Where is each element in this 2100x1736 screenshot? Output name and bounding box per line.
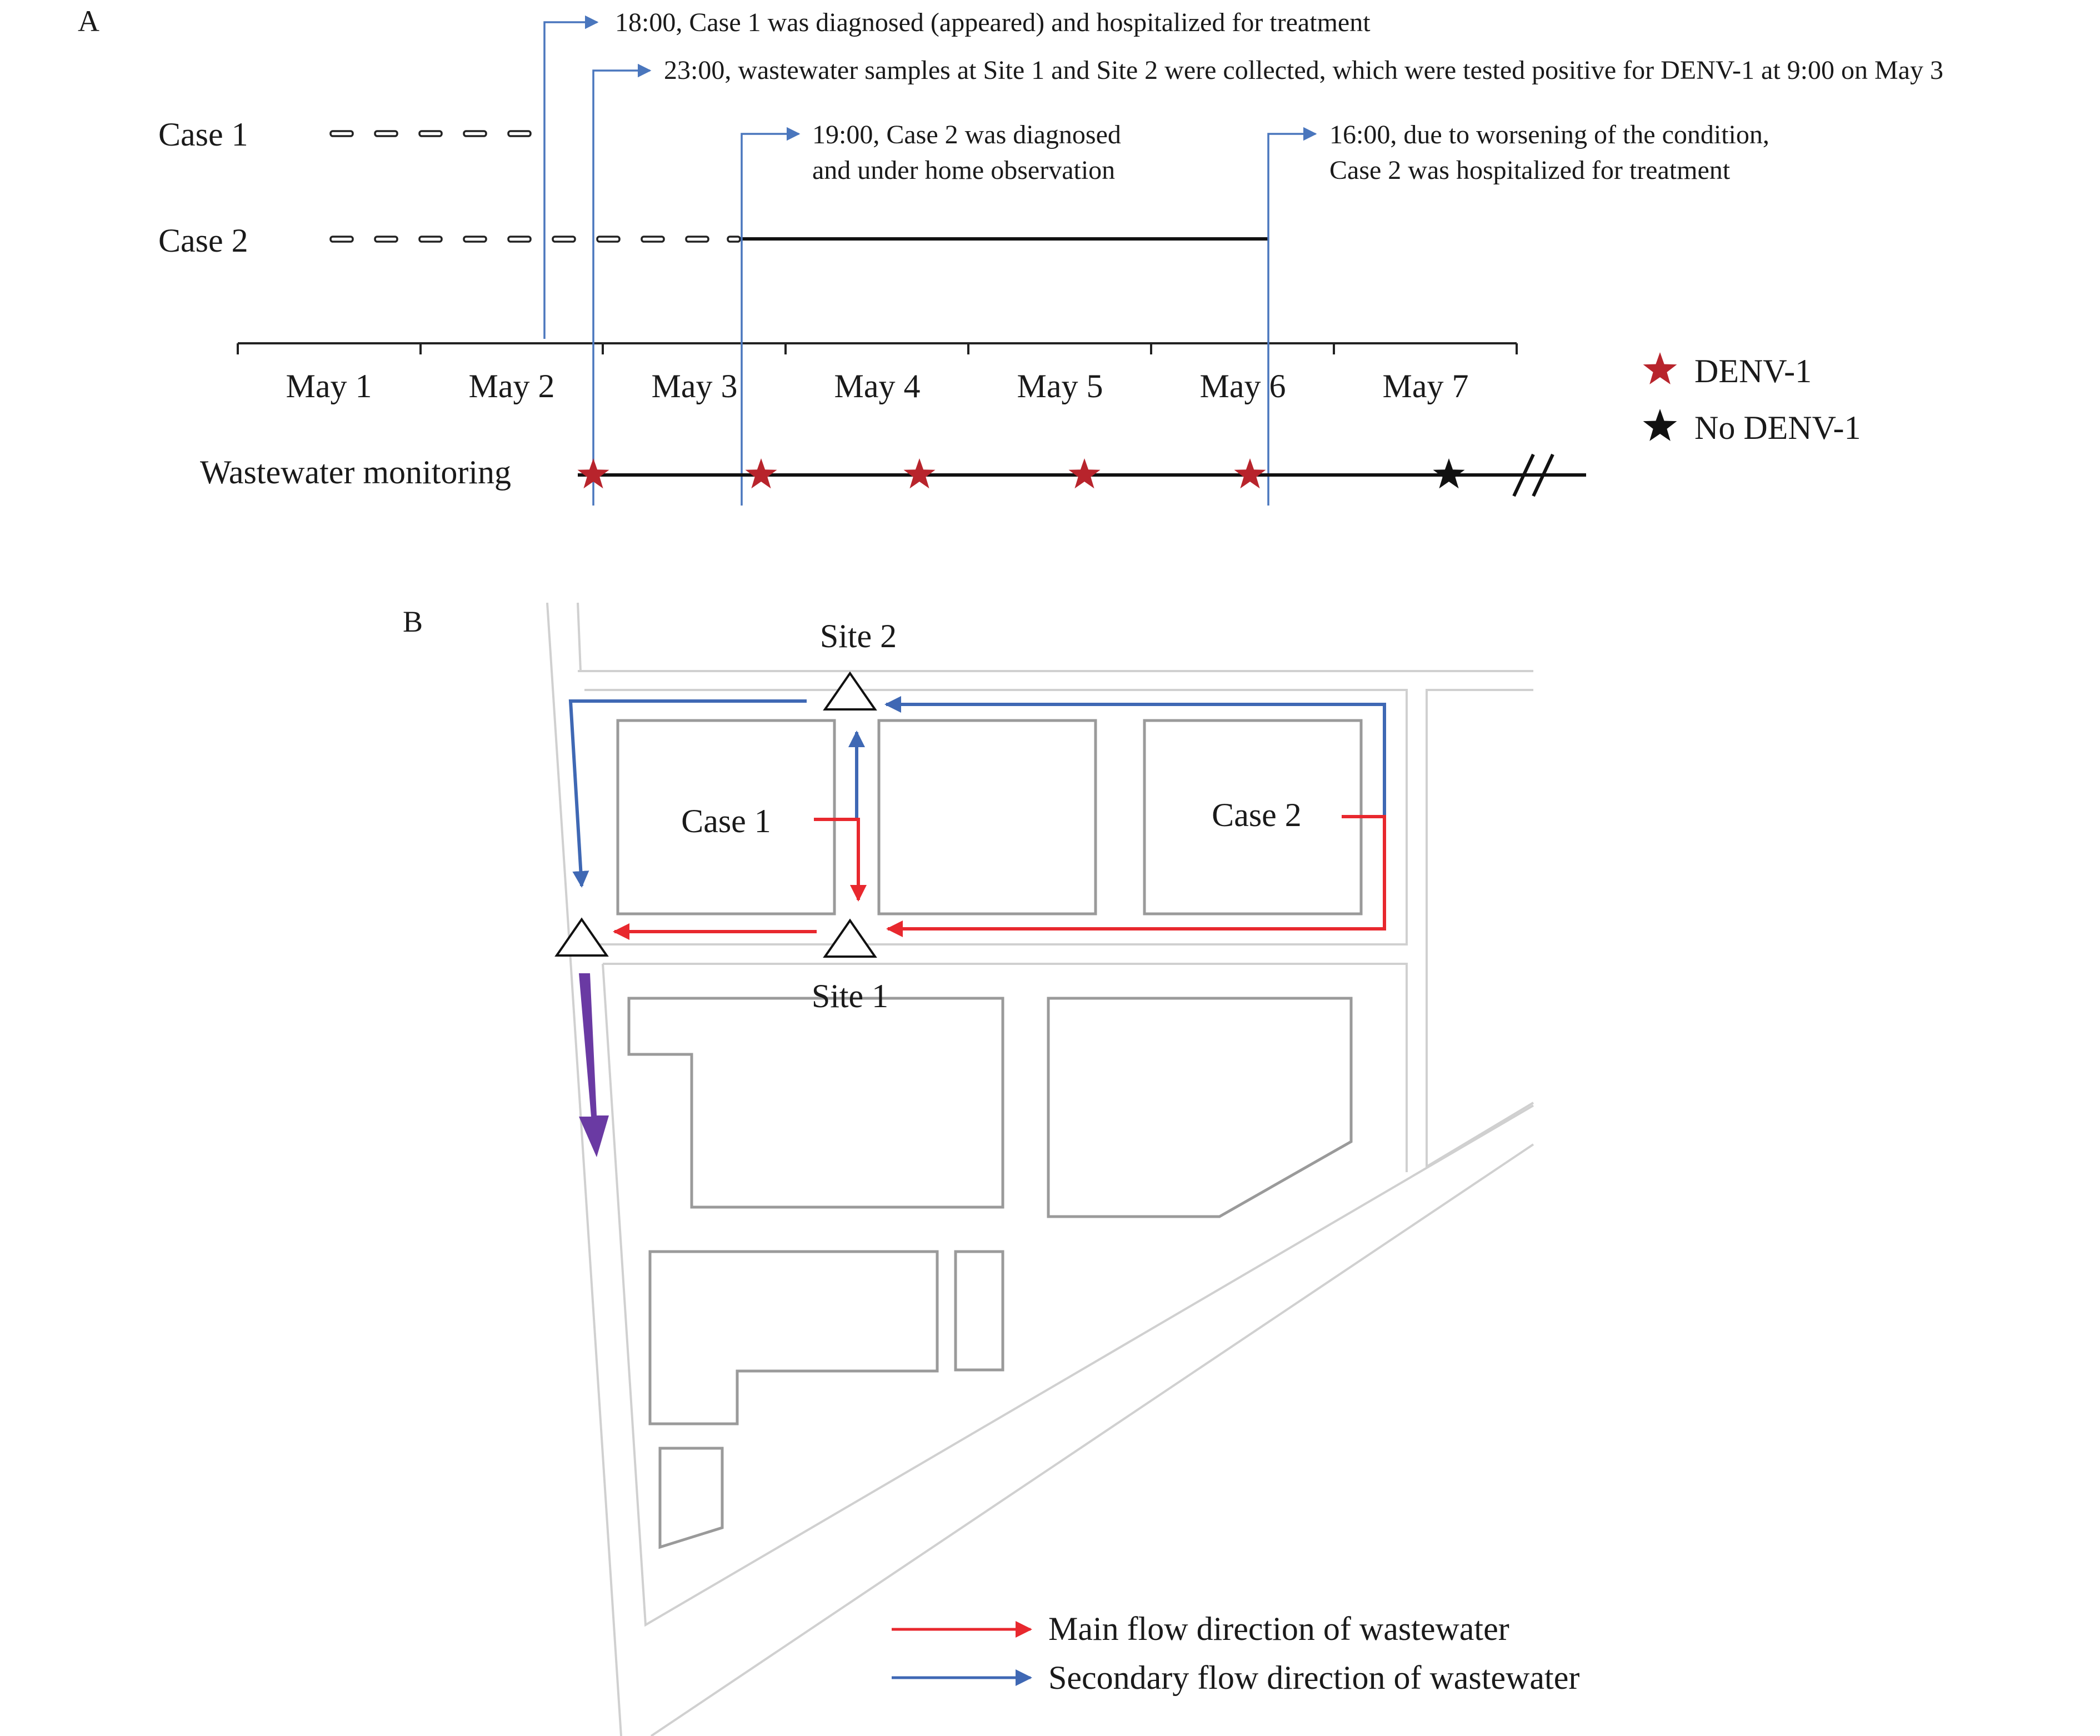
outflow-arrow: [579, 973, 609, 1157]
building-block: [658, 1447, 724, 1549]
case-2-row-label: Case 2: [158, 222, 248, 259]
case-2-location-label: Case 2: [1212, 797, 1302, 833]
legend-label-denv-1: DENV-1: [1694, 353, 1812, 389]
timeline-axis: [237, 342, 1518, 354]
panel-a-letter: A: [78, 4, 99, 38]
axis-break-icon: [1512, 453, 1554, 497]
site-2-label: Site 2: [820, 618, 897, 654]
case-1-row-label: Case 1: [158, 116, 248, 153]
case-1-location-label: Case 1: [681, 803, 771, 839]
panel-b-letter: B: [403, 605, 423, 638]
event-marker-case-2-hospitalized: [1267, 127, 1317, 506]
event-note-case-2-diagnosed-line-2: and under home observation: [812, 156, 1115, 185]
day-label: May 2: [469, 368, 555, 404]
legend-label-no-denv-1: No DENV-1: [1694, 409, 1861, 446]
sample-star-positive-icon: [745, 458, 777, 489]
building-block: [954, 1250, 1004, 1372]
event-note-case-2-diagnosed-line-1: 19:00, Case 2 was diagnosed: [812, 120, 1121, 149]
secondary-flow-paths: [568, 696, 1386, 888]
sample-star-positive-icon: [577, 458, 609, 489]
panel-a-legend: DENV-1 No DENV-1: [1643, 352, 1861, 446]
legend-secondary-flow-label: Secondary flow direction of wastewater: [1048, 1659, 1579, 1696]
site-2-marker: [823, 671, 877, 711]
day-label: May 7: [1383, 368, 1469, 404]
main-flow-arrow: [814, 818, 867, 902]
main-flow-paths: [613, 815, 1386, 940]
day-label: May 5: [1017, 368, 1103, 404]
sample-star-negative-icon: [1433, 458, 1465, 489]
event-note-case-1-hospitalized: 18:00, Case 1 was diagnosed (appeared) a…: [615, 8, 1371, 37]
day-label: May 1: [286, 368, 372, 404]
secondary-flow-arrow: [568, 699, 807, 888]
outflow-site-marker: [554, 917, 609, 957]
building-block: [877, 719, 1097, 915]
site-1-label: Site 1: [812, 978, 888, 1014]
legend-main-flow-label: Main flow direction of wastewater: [1048, 1610, 1509, 1647]
day-labels: May 1 May 2 May 3 May 4 May 5 May 6 May …: [286, 368, 1469, 404]
panel-a: A Case 1 Case 2: [78, 4, 1943, 506]
sample-star-positive-icon: [1068, 458, 1101, 489]
event-note-sampling: 23:00, wastewater samples at Site 1 and …: [664, 56, 1943, 85]
building-block: [627, 997, 1004, 1209]
event-marker-case-1-hospitalized: [543, 15, 599, 339]
building-block: [616, 719, 836, 915]
building-block: [1047, 997, 1353, 1218]
secondary-flow-arrow: [884, 696, 1386, 818]
sample-star-positive-icon: [1234, 458, 1266, 489]
legend-star-icon-denv-1: [1643, 352, 1677, 384]
event-note-case-2-hospitalized-line-1: 16:00, due to worsening of the condition…: [1329, 120, 1769, 149]
panel-b-legend: Main flow direction of wastewater Second…: [892, 1610, 1579, 1696]
wastewater-monitoring-label: Wastewater monitoring: [200, 454, 511, 491]
sample-star-positive-icon: [903, 458, 936, 489]
building-block: [648, 1250, 939, 1425]
roads: [546, 602, 1534, 1736]
legend-star-icon-no-denv-1: [1643, 409, 1677, 441]
event-note-case-2-hospitalized-line-2: Case 2 was hospitalized for treatment: [1329, 156, 1731, 185]
event-marker-case-2-diagnosed: [741, 127, 801, 506]
panel-b: B: [403, 602, 1579, 1736]
case-2-dashes: [329, 236, 741, 243]
main-flow-arrow: [886, 815, 1386, 937]
day-label: May 4: [834, 368, 921, 404]
day-label: May 3: [652, 368, 738, 404]
case-1-dashes: [329, 130, 532, 137]
event-marker-sampling: [592, 63, 652, 506]
sample-stars: [577, 458, 1465, 489]
day-label: May 6: [1200, 368, 1286, 404]
site-1-marker: [823, 918, 877, 958]
